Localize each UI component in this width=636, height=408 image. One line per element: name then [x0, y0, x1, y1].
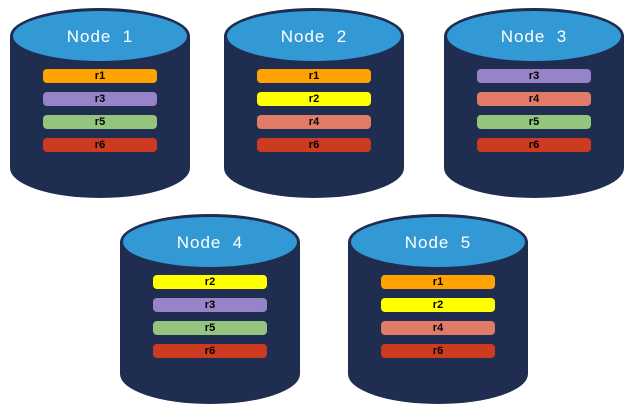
replica-label: r1 — [308, 69, 320, 82]
replica-bar-list: r1 r3 r5 r6 — [10, 69, 190, 152]
replica-bar-r4: r4 — [257, 115, 371, 129]
replica-label: r2 — [308, 92, 320, 105]
database-node-3: Node 3 r3 r4 r5 r6 — [444, 8, 624, 198]
database-node-5: Node 5 r1 r2 r4 r6 — [348, 214, 528, 404]
replica-bar-r2: r2 — [153, 275, 267, 289]
node-title: Node 2 — [280, 27, 348, 46]
node-title: Node 5 — [404, 233, 472, 252]
replica-label: r2 — [204, 275, 216, 288]
replica-bar-r4: r4 — [477, 92, 591, 106]
replica-bar-list: r3 r4 r5 r6 — [444, 69, 624, 152]
replica-label: r6 — [528, 138, 540, 151]
replica-bar-list: r1 r2 r4 r6 — [224, 69, 404, 152]
replica-label: r3 — [94, 92, 106, 105]
replica-bar-r6: r6 — [43, 138, 157, 152]
replica-bar-r4: r4 — [381, 321, 495, 335]
replica-label: r6 — [308, 138, 320, 151]
database-node-4: Node 4 r2 r3 r5 r6 — [120, 214, 300, 404]
replica-bar-r6: r6 — [381, 344, 495, 358]
replica-label: r4 — [432, 321, 444, 334]
replica-label: r4 — [528, 92, 540, 105]
node-title: Node 4 — [176, 233, 244, 252]
replica-bar-r6: r6 — [153, 344, 267, 358]
replica-bar-r5: r5 — [43, 115, 157, 129]
cylinder-top: Node 1 — [10, 8, 190, 64]
database-node-2: Node 2 r1 r2 r4 r6 — [224, 8, 404, 198]
node-title: Node 3 — [500, 27, 568, 46]
replica-label: r6 — [94, 138, 106, 151]
replica-bar-r6: r6 — [257, 138, 371, 152]
replica-label: r4 — [308, 115, 320, 128]
node-title: Node 1 — [66, 27, 134, 46]
replica-label: r1 — [432, 275, 444, 288]
replica-label: r6 — [204, 344, 216, 357]
replica-label: r5 — [94, 115, 106, 128]
replica-bar-list: r2 r3 r5 r6 — [120, 275, 300, 358]
replica-bar-r2: r2 — [381, 298, 495, 312]
cylinder-top: Node 2 — [224, 8, 404, 64]
replica-label: r1 — [94, 69, 106, 82]
replica-bar-r3: r3 — [477, 69, 591, 83]
replica-bar-r1: r1 — [257, 69, 371, 83]
cylinder-top: Node 5 — [348, 214, 528, 270]
replica-label: r2 — [432, 298, 444, 311]
replica-label: r3 — [528, 69, 540, 82]
replica-bar-r1: r1 — [43, 69, 157, 83]
replica-bar-list: r1 r2 r4 r6 — [348, 275, 528, 358]
database-node-1: Node 1 r1 r3 r5 r6 — [10, 8, 190, 198]
replica-bar-r3: r3 — [43, 92, 157, 106]
cylinder-top: Node 4 — [120, 214, 300, 270]
replica-label: r3 — [204, 298, 216, 311]
replica-bar-r3: r3 — [153, 298, 267, 312]
replica-label: r6 — [432, 344, 444, 357]
replica-label: r5 — [528, 115, 540, 128]
replica-bar-r5: r5 — [477, 115, 591, 129]
replica-bar-r6: r6 — [477, 138, 591, 152]
replica-bar-r5: r5 — [153, 321, 267, 335]
replica-bar-r1: r1 — [381, 275, 495, 289]
replica-label: r5 — [204, 321, 216, 334]
cylinder-top: Node 3 — [444, 8, 624, 64]
replica-bar-r2: r2 — [257, 92, 371, 106]
